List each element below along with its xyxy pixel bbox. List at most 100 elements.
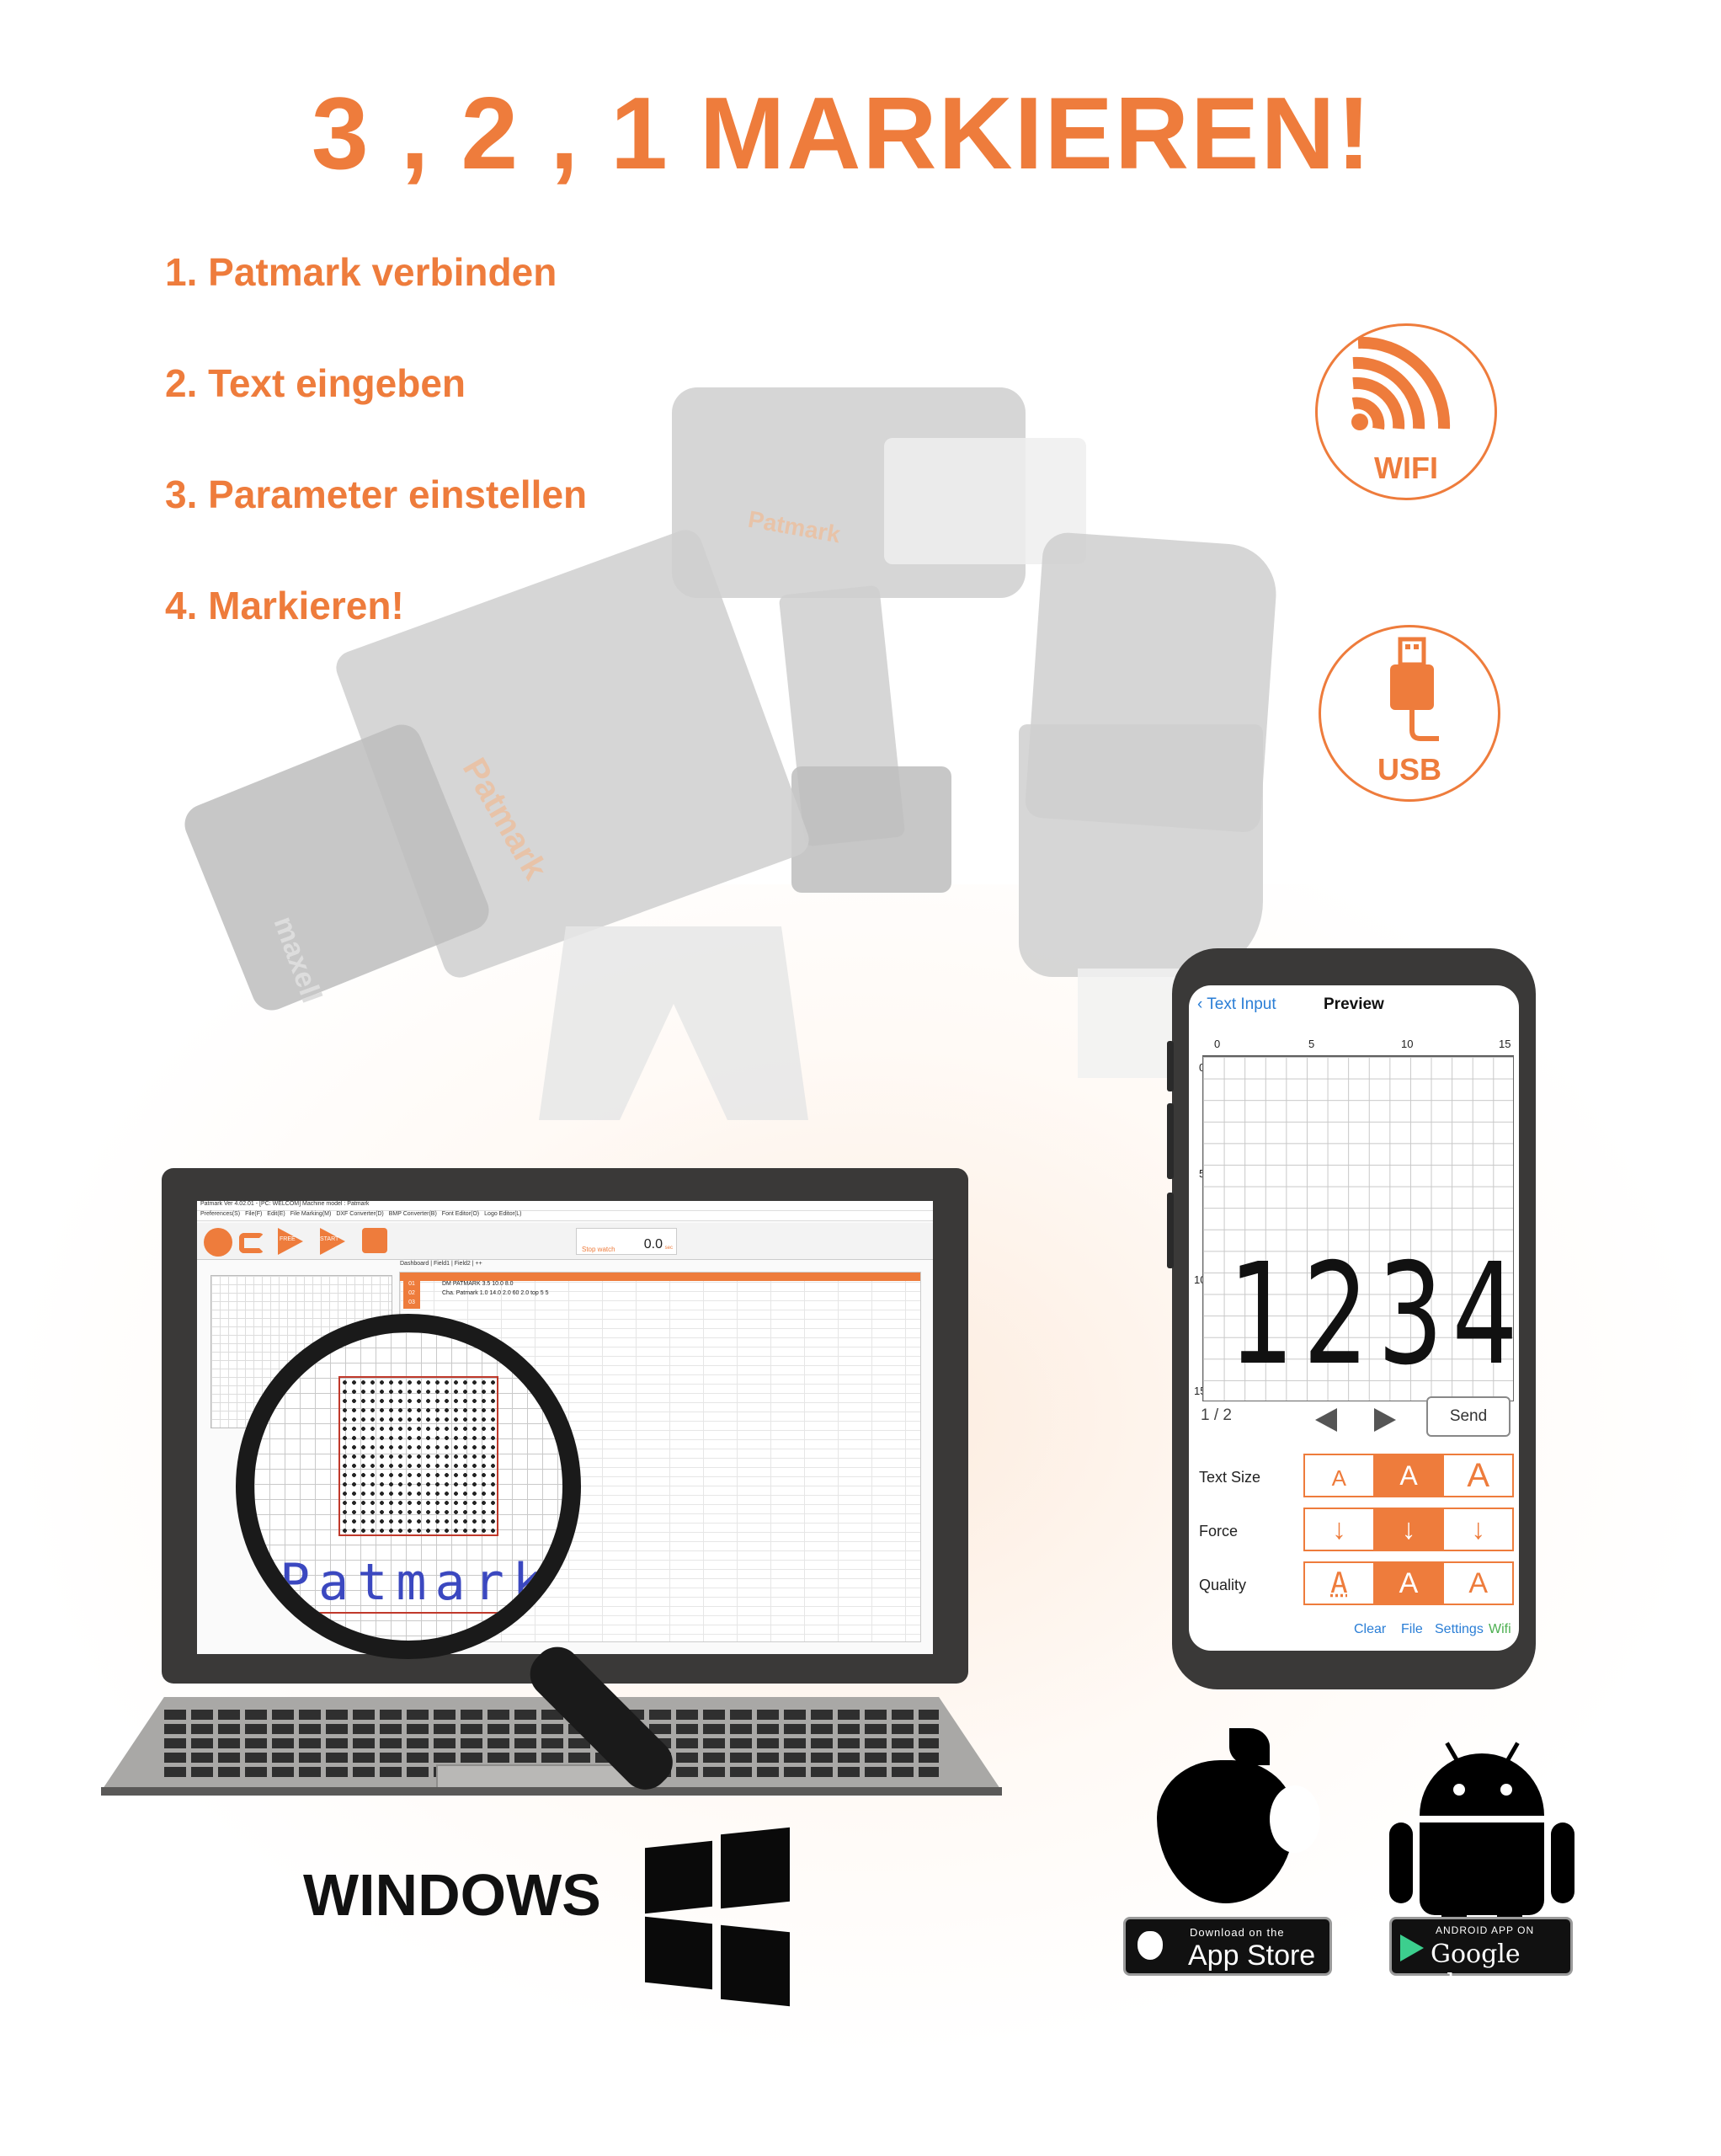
force-high[interactable]: ↓	[1444, 1509, 1513, 1550]
usb-badge: USB	[1319, 625, 1500, 802]
software-menu-bar: Preferences(S) File(F) Edit(E) File Mark…	[197, 1211, 933, 1221]
table-row[interactable]: 03	[400, 1299, 920, 1309]
text-size-small[interactable]: A	[1305, 1455, 1375, 1496]
menu-dxf-converter[interactable]: DXF Converter(D)	[336, 1211, 384, 1217]
apple-leaf	[1229, 1728, 1270, 1765]
ruler-tick-label: 15	[1499, 1038, 1511, 1050]
menu-edit[interactable]: Edit(E)	[267, 1211, 285, 1217]
free-button[interactable]	[278, 1228, 303, 1255]
google-play-caption: ANDROID APP ON	[1436, 1924, 1535, 1936]
wifi-icon	[1351, 336, 1451, 430]
menu-preferences[interactable]: Preferences(S)	[200, 1211, 241, 1217]
apple-small-icon	[1138, 1931, 1163, 1960]
quality-selector: A A A	[1303, 1561, 1514, 1605]
previous-arrow-icon[interactable]	[1315, 1408, 1337, 1432]
windows-pane	[721, 1924, 790, 2007]
page-indicator: 1 / 2	[1201, 1406, 1232, 1424]
back-button[interactable]: ‹ Text Input	[1197, 995, 1276, 1013]
google-play-name: Google play	[1431, 1940, 1521, 1999]
top-ruler: 0 5 10 15	[1202, 1038, 1514, 1056]
text-size-medium[interactable]: A	[1374, 1455, 1445, 1496]
android-body	[1420, 1822, 1544, 1915]
file-link[interactable]: File	[1401, 1622, 1423, 1636]
menu-font-editor[interactable]: Font Editor(O)	[441, 1211, 480, 1217]
device-battery-rear	[791, 766, 951, 893]
wifi-link[interactable]: Wifi	[1489, 1622, 1511, 1636]
windows-label: WINDOWS	[303, 1862, 601, 1928]
android-arm	[1389, 1822, 1413, 1903]
settings-link[interactable]: Settings	[1435, 1622, 1484, 1636]
menu-file[interactable]: File(F)	[245, 1211, 263, 1217]
phone-screen: ‹ Text Input Preview 0 5 10 15 0 5 10 15…	[1189, 985, 1519, 1651]
step-4: 4. Markieren!	[165, 584, 404, 627]
back-label: Text Input	[1207, 995, 1276, 1013]
table-header	[400, 1273, 920, 1281]
quality-high[interactable]: A	[1444, 1563, 1513, 1604]
software-title-bar: Patmark Ver 4.02.01 - [PC: WELCOM] Machi…	[197, 1201, 933, 1211]
send-button[interactable]: Send	[1426, 1396, 1511, 1437]
preview-grid: 1234	[1202, 1056, 1518, 1401]
stopwatch-label: Stop watch	[582, 1246, 615, 1253]
force-label: Force	[1199, 1523, 1239, 1540]
phone-side-button	[1167, 1103, 1174, 1179]
windows-pane	[645, 1840, 712, 1914]
start-label: START	[320, 1236, 339, 1242]
wifi-badge: WIFI	[1315, 323, 1497, 500]
magnified-text: Patmark	[280, 1553, 551, 1614]
wifi-label: WIFI	[1374, 451, 1438, 485]
phone-side-button	[1167, 1041, 1174, 1091]
usb-label: USB	[1377, 752, 1441, 787]
datamatrix-code	[338, 1376, 498, 1536]
app-title: Preview	[1324, 995, 1384, 1013]
ruler-tick-label: 0	[1199, 1061, 1205, 1074]
windows-pane	[645, 1916, 712, 1990]
marking-icon[interactable]	[362, 1228, 387, 1253]
device-handle-side	[1019, 724, 1263, 977]
clear-link[interactable]: Clear	[1354, 1622, 1387, 1636]
step-2: 2. Text eingeben	[165, 361, 466, 405]
menu-bmp-converter[interactable]: BMP Converter(B)	[388, 1211, 437, 1217]
google-play-badge[interactable]: ANDROID APP ON Google play	[1389, 1917, 1573, 1999]
stopwatch-unit: sec	[664, 1246, 673, 1251]
page-title: 3 , 2 , 1 MARKIEREN!	[311, 76, 1373, 190]
app-store-caption: Download on the	[1190, 1926, 1285, 1939]
undo-icon[interactable]	[239, 1233, 264, 1253]
ruler-tick-label: 5	[1308, 1038, 1315, 1050]
windows-pane	[721, 1827, 790, 1909]
table-row[interactable]: 01 DM PATMARK 3.5 10.0 8.0	[400, 1281, 920, 1290]
connect-icon[interactable]	[204, 1228, 232, 1257]
stopwatch: Stop watch 0.0 sec	[576, 1228, 677, 1255]
preview-text: 1234	[1228, 1234, 1519, 1396]
next-arrow-icon[interactable]	[1374, 1408, 1396, 1432]
row-text: DM PATMARK 3.5 10.0 8.0	[442, 1281, 514, 1287]
android-eye	[1453, 1784, 1465, 1796]
play-icon	[1400, 1935, 1424, 1961]
ruler-tick-label: 5	[1199, 1167, 1205, 1180]
text-size-large[interactable]: A	[1444, 1455, 1513, 1496]
force-low[interactable]: ↓	[1305, 1509, 1375, 1550]
magnifier-lens: Patmark	[236, 1314, 581, 1659]
row-number: 03	[403, 1299, 420, 1309]
table-row[interactable]: 02 Cha. Patmark 1.0 14.0 2.0 60 2.0 top …	[400, 1290, 920, 1299]
row-number: 02	[403, 1290, 420, 1299]
quality-low[interactable]: A	[1305, 1563, 1375, 1604]
apple-bite	[1270, 1785, 1320, 1853]
force-medium[interactable]: ↓	[1374, 1509, 1445, 1550]
quality-label: Quality	[1199, 1577, 1247, 1593]
step-3: 3. Parameter einstellen	[165, 472, 588, 516]
android-arm	[1551, 1822, 1574, 1903]
menu-file-marking[interactable]: File Marking(M)	[290, 1211, 332, 1217]
stopwatch-value: 0.0	[643, 1237, 663, 1251]
row-text: Cha. Patmark 1.0 14.0 2.0 60 2.0 top 5 5	[442, 1290, 549, 1296]
quality-medium[interactable]: A	[1374, 1563, 1445, 1604]
ruler-tick-label: 10	[1401, 1038, 1414, 1050]
start-button[interactable]	[320, 1228, 345, 1255]
usb-icon	[1390, 637, 1439, 741]
menu-logo-editor[interactable]: Logo Editor(L)	[484, 1211, 522, 1217]
table-tabs[interactable]: Dashboard | Field1 | Field2 | ++	[400, 1261, 482, 1267]
text-size-selector: A A A	[1303, 1454, 1514, 1497]
ruler-tick-label: 0	[1214, 1038, 1221, 1050]
steps-list: 1. Patmark verbinden 2. Text eingeben 3.…	[165, 249, 587, 694]
row-number: 01	[403, 1281, 420, 1290]
app-store-badge[interactable]: Download on the App Store	[1123, 1917, 1332, 1976]
